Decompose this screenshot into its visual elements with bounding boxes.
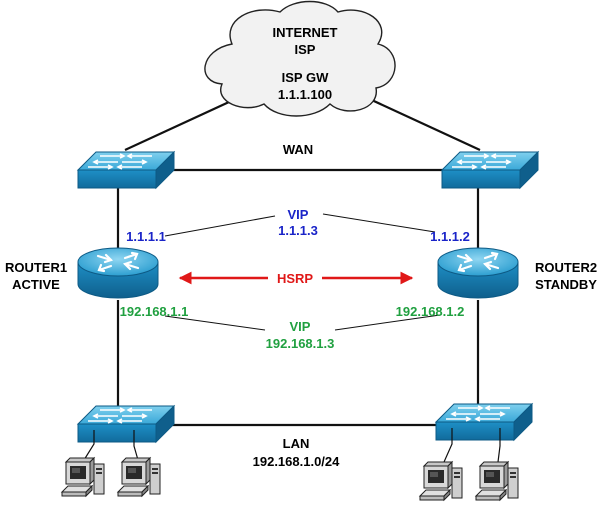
internet-cloud-icon <box>204 0 396 117</box>
pc-links <box>83 428 501 463</box>
network-links <box>116 89 481 427</box>
hsrp-label: HSRP <box>277 271 313 286</box>
vip-wan-label: VIP <box>288 207 309 222</box>
wan-label: WAN <box>283 142 313 157</box>
router1-lan-ip: 192.168.1.1 <box>120 304 189 319</box>
vip-wan-ip: 1.1.1.3 <box>278 223 318 238</box>
router2-wan-ip: 1.1.1.2 <box>430 229 470 244</box>
router1-state: ACTIVE <box>12 277 60 292</box>
cloud-isp-label: ISP <box>295 42 316 57</box>
router2-name: ROUTER2 <box>535 260 597 275</box>
vip-lines <box>164 213 441 331</box>
vip-wan-line-left <box>164 215 276 237</box>
vip-lan-label: VIP <box>290 319 311 334</box>
router1-wan-ip: 1.1.1.1 <box>126 229 166 244</box>
pc3-link <box>443 428 453 463</box>
vip-lan-line-right <box>334 314 441 331</box>
wan-switch-left-icon <box>77 151 175 189</box>
router2-lan-ip: 192.168.1.2 <box>396 304 465 319</box>
lan-subnet: 192.168.1.0/24 <box>253 454 341 469</box>
router2-state: STANDBY <box>535 277 597 292</box>
pc-icon <box>419 461 463 501</box>
router2-icon <box>436 246 520 300</box>
pc2-link <box>133 430 139 461</box>
isp-gw-label: ISP GW <box>282 70 329 85</box>
router1-name: ROUTER1 <box>5 260 67 275</box>
pc-icon <box>61 457 105 497</box>
router1-icon <box>76 246 160 300</box>
vip-wan-line-right <box>322 213 436 233</box>
lan-switch-left-icon <box>77 405 175 443</box>
cloud-internet-label: INTERNET <box>273 25 338 40</box>
lan-label: LAN <box>283 436 310 451</box>
pc1-link <box>83 430 95 461</box>
pc-icon <box>475 461 519 501</box>
pc-icon <box>117 457 161 497</box>
pc4-link <box>497 428 501 463</box>
vip-lan-line-left <box>164 315 266 331</box>
lan-switch-right-icon <box>435 403 533 441</box>
vip-lan-ip: 192.168.1.3 <box>266 336 335 351</box>
wan-switch-right-icon <box>441 151 539 189</box>
isp-gw-ip: 1.1.1.100 <box>278 87 332 102</box>
